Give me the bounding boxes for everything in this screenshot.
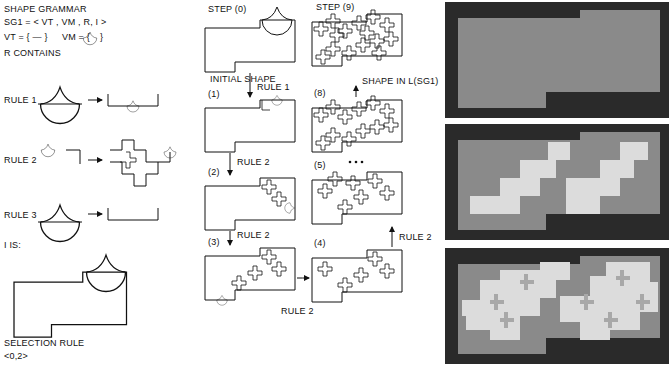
diagram-label: RULE 2 [236, 230, 271, 240]
diagram-label: (2) [208, 167, 220, 177]
diagram-label: RULE 1 [4, 95, 37, 105]
diagram-label: } [100, 32, 103, 42]
diagram-title: SHAPE GRAMMAR [4, 4, 87, 14]
diagram-label: SHAPE IN L(SG1) [362, 76, 439, 86]
diagram-label: RULE 3 [4, 210, 37, 220]
diagram-label: RULE 2 [398, 232, 433, 242]
diagram-label: (1) [208, 89, 220, 99]
rendered-panels [440, 0, 671, 366]
diagram-label: VT = { — } [4, 32, 48, 42]
diagram-label: RULE 2 [4, 155, 37, 165]
diagram-label: <0,2> [4, 351, 28, 361]
left-panel-figures [14, 32, 176, 337]
diagram-label: (3) [208, 237, 220, 247]
diagram-label: RULE 2 [280, 306, 315, 316]
diagram-label: R CONTAINS [4, 48, 61, 58]
diagram-label: (4) [314, 238, 326, 248]
diagram-label: SG1 = < VT , VM , R, I > [4, 17, 106, 27]
diagram-label: RULE 2 [236, 157, 271, 167]
diagram-label: SELECTION RULE [4, 338, 84, 348]
diagram-label: RULE 1 [256, 82, 291, 92]
diagram-label: VM = { [62, 32, 90, 42]
diagram-label: (5) [314, 160, 326, 170]
derivation-steps [205, 7, 402, 305]
diagram-label: STEP (9) [316, 2, 354, 12]
diagram-label: (8) [314, 88, 326, 98]
diagram-label: I IS: [4, 240, 21, 250]
diagram-label: STEP (0) [208, 4, 246, 14]
